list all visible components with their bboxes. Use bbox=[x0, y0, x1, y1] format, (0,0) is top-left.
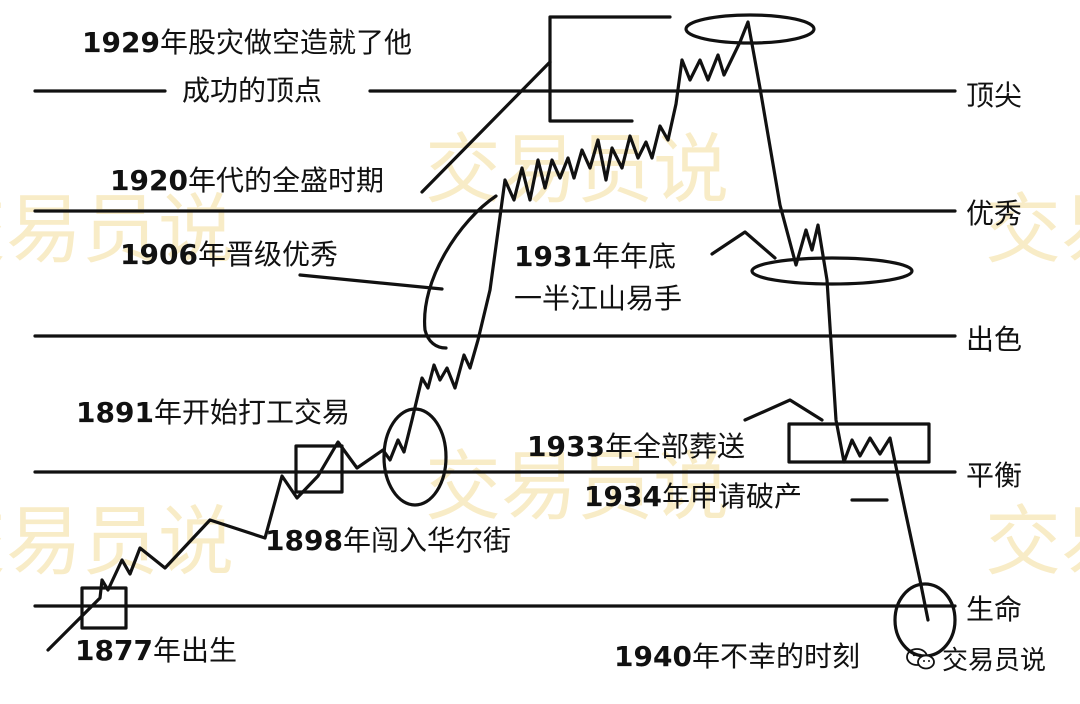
brand-label: 交易员说 bbox=[941, 646, 1046, 676]
label-1920: 1920年代的全盛时期 bbox=[110, 164, 384, 197]
callout-1906-curve bbox=[423, 194, 498, 350]
label-1929-line2: 成功的顶点 bbox=[182, 74, 323, 107]
callout-1931-pointer bbox=[710, 230, 777, 260]
wechat-icon bbox=[906, 647, 935, 669]
callout-1929-box bbox=[548, 15, 672, 123]
level-label-balance: 平衡 bbox=[966, 459, 1023, 492]
label-1940: 1940年不幸的时刻 bbox=[614, 640, 860, 673]
label-1933: 1933年全部葬送 bbox=[527, 430, 745, 463]
level-label-top: 顶尖 bbox=[966, 79, 1023, 112]
level-label-outstanding: 出色 bbox=[966, 323, 1023, 356]
label-1931-line2: 一半江山易手 bbox=[514, 282, 683, 315]
level-label-excellent: 优秀 bbox=[966, 197, 1023, 230]
ellipse-1931 bbox=[750, 256, 914, 286]
label-1906: 1906年晋级优秀 bbox=[120, 238, 338, 271]
ellipse-1891 bbox=[382, 407, 448, 507]
label-1877: 1877年出生 bbox=[75, 634, 237, 667]
life-path bbox=[46, 20, 930, 652]
callout-1929-pointer bbox=[420, 60, 552, 194]
box-1933 bbox=[787, 422, 931, 464]
peak-ellipse bbox=[684, 13, 816, 45]
callout-1933-pointer bbox=[743, 398, 824, 422]
box-1877 bbox=[80, 586, 128, 630]
label-1934: 1934年申请破产 bbox=[584, 480, 802, 513]
label-1891: 1891年开始打工交易 bbox=[76, 396, 350, 429]
label-1929: 1929年股灾做空造就了他 bbox=[82, 26, 412, 59]
brand-badge: 交易员说 bbox=[906, 640, 1046, 677]
box-1898 bbox=[294, 444, 344, 494]
label-1931: 1931年年底 bbox=[514, 240, 676, 273]
level-label-life: 生命 bbox=[966, 593, 1023, 626]
callout-1906-pointer bbox=[298, 273, 444, 291]
label-1898: 1898年闯入华尔街 bbox=[265, 524, 511, 557]
